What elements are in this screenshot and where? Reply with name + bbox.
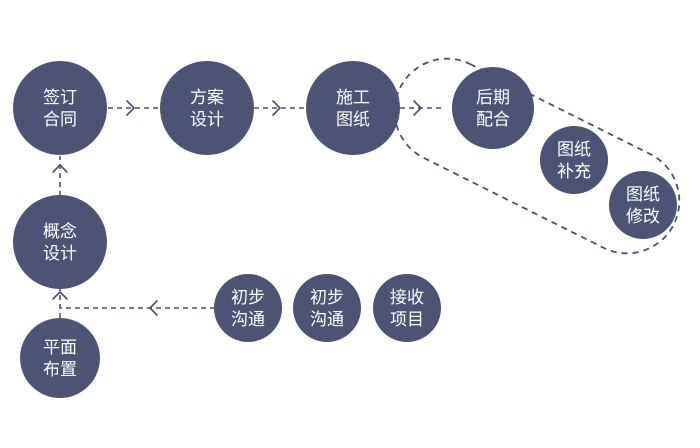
node-label-line: 后期 <box>476 88 510 108</box>
nodes: 平面布置概念设计签订合同方案设计施工图纸后期配合图纸补充图纸修改接收项目初步沟通… <box>13 61 677 398</box>
connectors <box>52 100 442 318</box>
arrow-head-right-1 <box>126 100 135 116</box>
node-label-line: 修改 <box>626 207 660 227</box>
arrow-head-left-bottom <box>149 300 158 316</box>
node-label-line: 设计 <box>190 110 224 130</box>
node-circle <box>214 274 282 342</box>
node-circle <box>13 61 107 155</box>
node-circle <box>540 126 608 194</box>
node-label-line: 接收 <box>390 288 424 308</box>
node-label-line: 初步 <box>231 288 265 308</box>
node-label-line: 设计 <box>43 244 77 264</box>
node-label-line: 合同 <box>43 110 77 130</box>
node-label-line: 方案 <box>190 88 224 108</box>
node-circle <box>20 318 100 398</box>
node-circle <box>609 171 677 239</box>
node-circle <box>13 195 107 289</box>
node-label-line: 图纸 <box>557 140 591 160</box>
arrow-head-right-2 <box>272 100 281 116</box>
node-circle <box>373 274 441 342</box>
node-label-line: 配合 <box>476 110 510 130</box>
node-circle <box>306 61 400 155</box>
node-label-line: 布置 <box>43 360 77 380</box>
node-label-line: 签订 <box>43 88 77 108</box>
node-circle <box>160 61 254 155</box>
node-label-line: 项目 <box>390 310 424 330</box>
arrow-head-up-2 <box>52 164 68 173</box>
node-label-line: 沟通 <box>231 310 265 330</box>
node-label-line: 沟通 <box>310 310 344 330</box>
node-label-line: 初步 <box>310 288 344 308</box>
post-phase-group-outline <box>393 57 681 255</box>
node-label-line: 补充 <box>557 162 591 182</box>
node-label-line: 图纸 <box>336 110 370 130</box>
arrow-head-up-1 <box>52 291 68 300</box>
node-circle <box>293 274 361 342</box>
arrow-head-right-3 <box>413 100 422 116</box>
node-label-line: 概念 <box>43 221 77 242</box>
node-circle <box>452 67 534 149</box>
node-label-line: 图纸 <box>626 185 660 205</box>
node-label-line: 施工 <box>336 88 370 108</box>
node-label-line: 平面 <box>43 338 77 358</box>
